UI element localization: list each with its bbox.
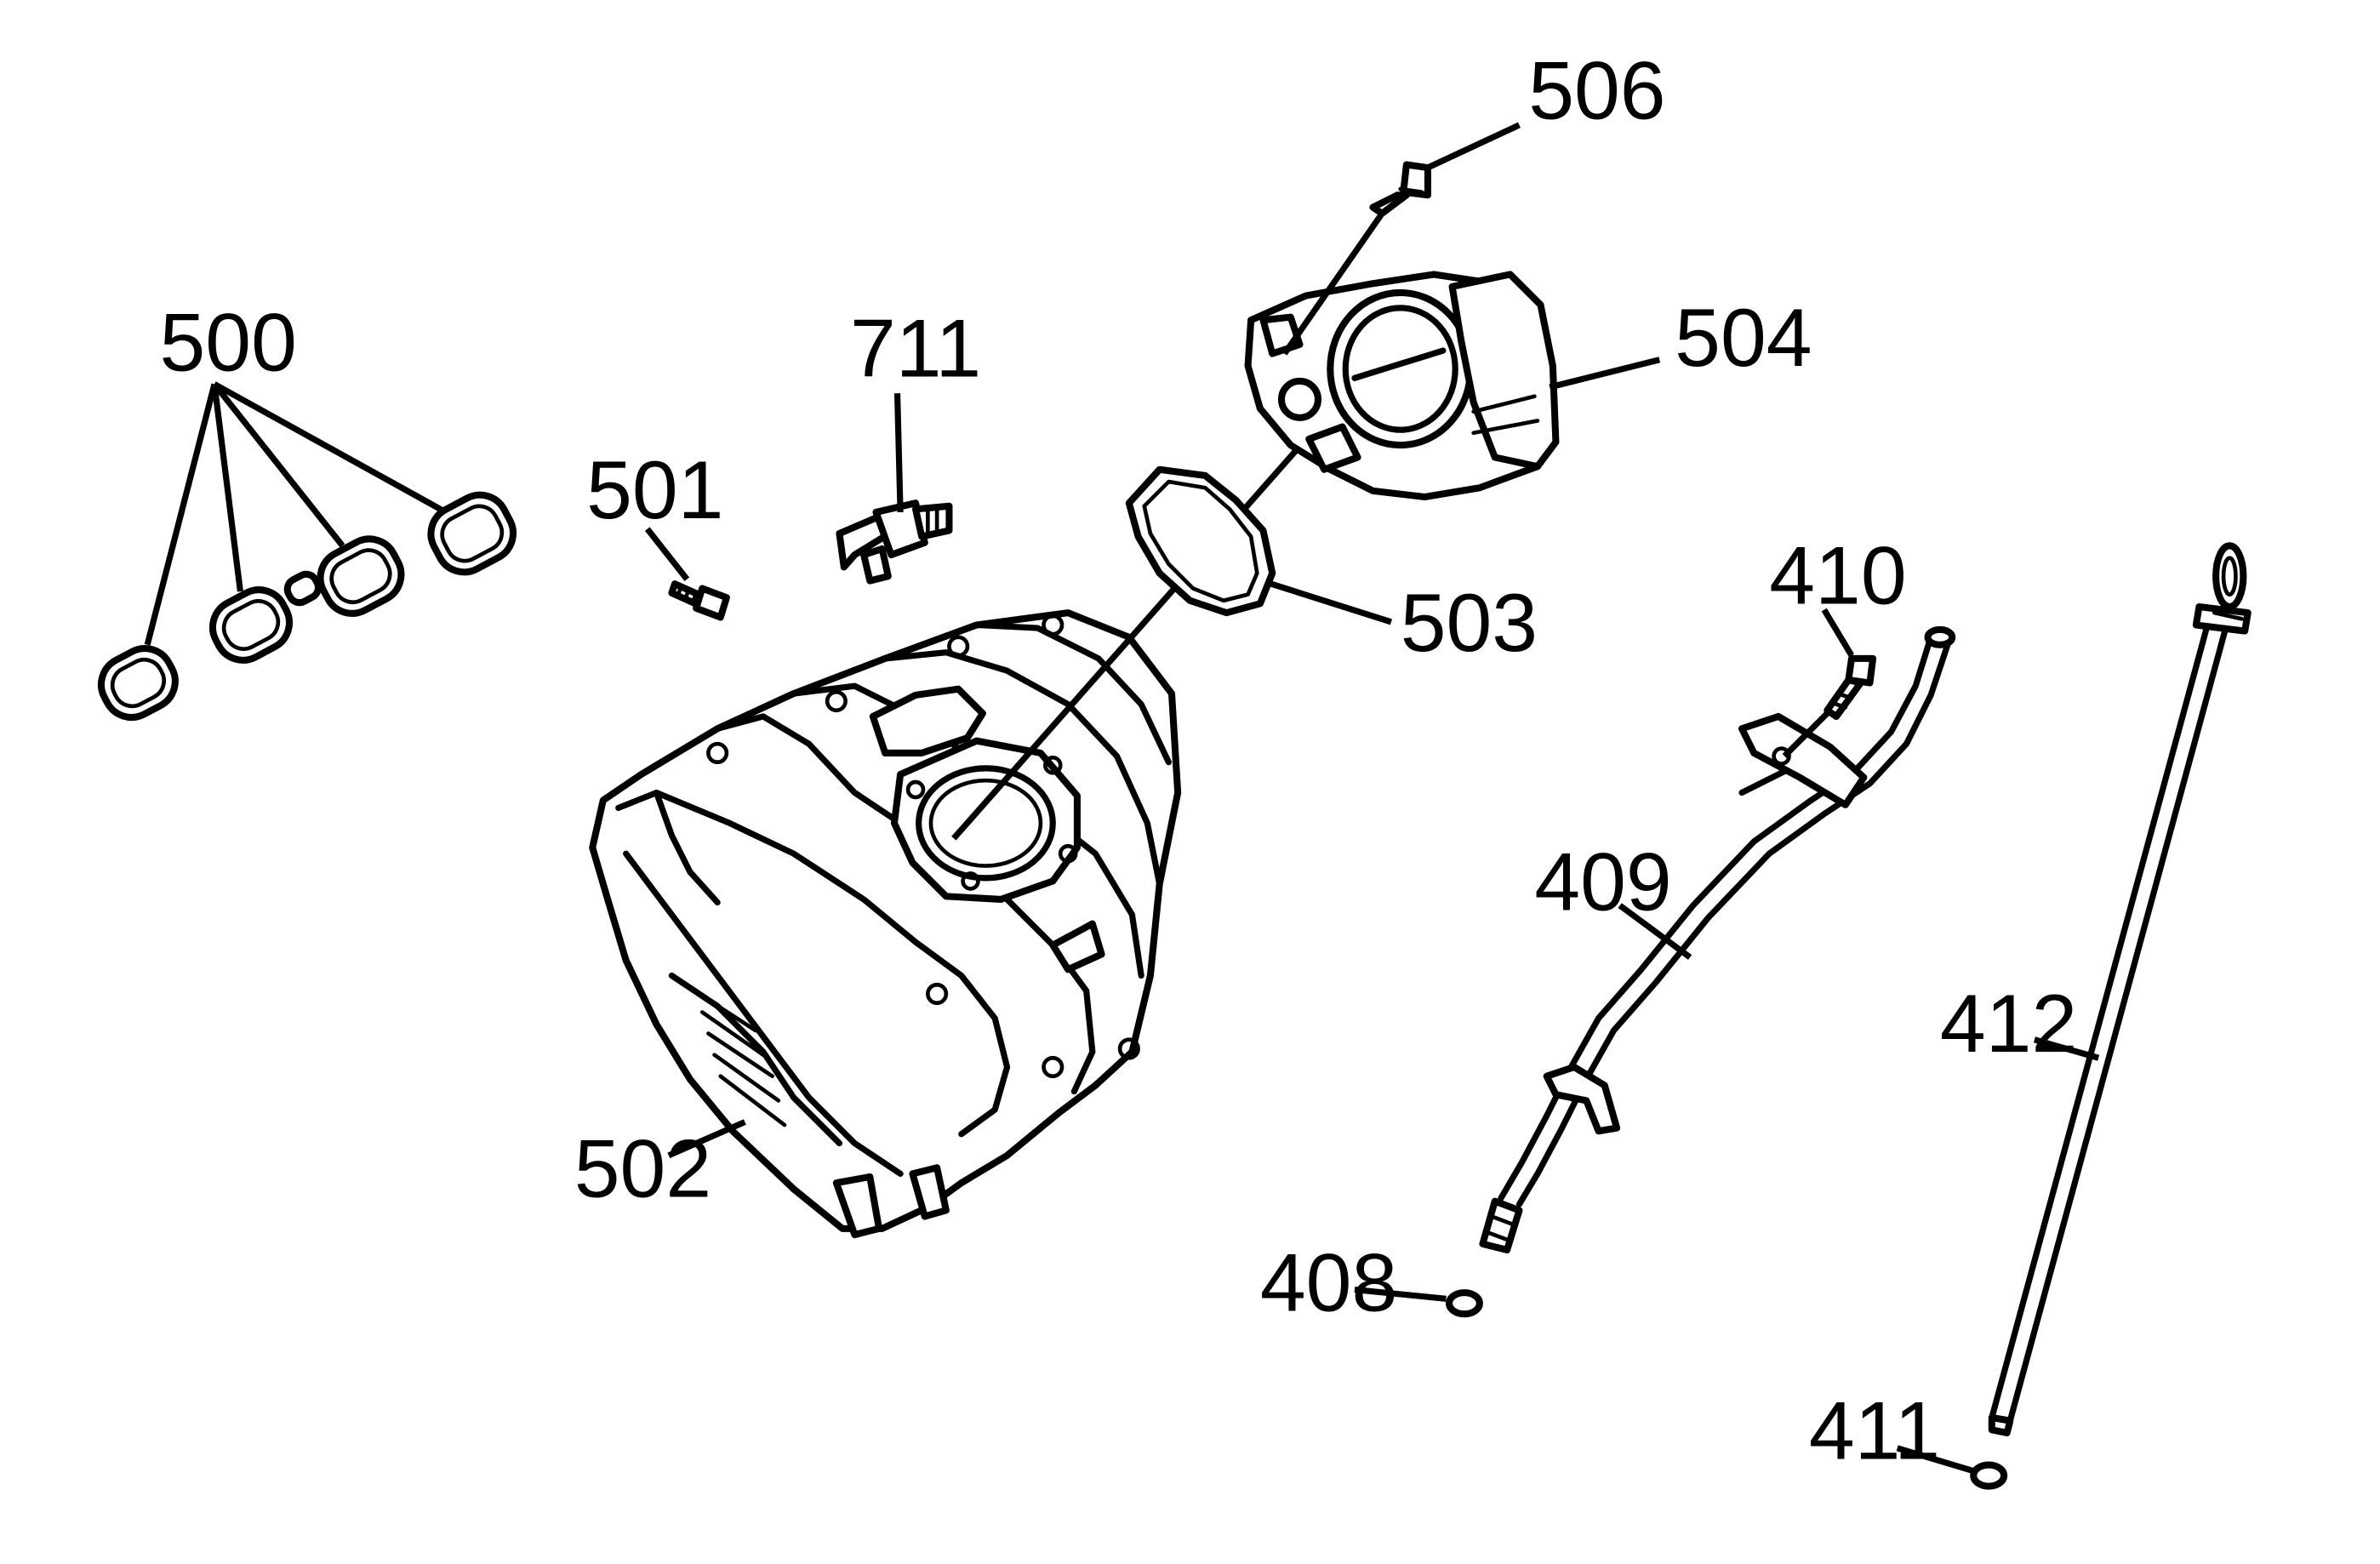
gasket-503 xyxy=(1125,465,1276,617)
callout-500: 500 xyxy=(159,296,296,388)
leader-500-d xyxy=(213,381,445,514)
bolt-410 xyxy=(1824,654,1877,720)
bolt-506 xyxy=(1369,161,1431,217)
bolt-501 xyxy=(668,580,730,621)
leader-506 xyxy=(1426,122,1521,171)
seal-408 xyxy=(1446,1289,1483,1318)
leader-500-b xyxy=(211,383,243,592)
leader-502 xyxy=(667,1119,746,1159)
seal-411 xyxy=(1970,1461,2008,1490)
callout-711: 711 xyxy=(850,302,981,394)
centerline-410 xyxy=(1782,711,1829,759)
callout-506: 506 xyxy=(1528,45,1665,137)
leader-412 xyxy=(2033,1036,2100,1061)
leader-500-c xyxy=(212,382,345,548)
callout-412: 412 xyxy=(1940,978,2077,1070)
callout-408: 408 xyxy=(1260,1237,1397,1329)
leader-408 xyxy=(1354,1286,1447,1302)
callout-502: 502 xyxy=(574,1122,711,1214)
callout-409: 409 xyxy=(1534,836,1671,928)
leader-410 xyxy=(1821,608,1855,658)
leader-711 xyxy=(893,393,904,513)
throttle-body-504 xyxy=(1244,271,1560,501)
leader-504 xyxy=(1549,357,1661,391)
callout-501: 501 xyxy=(586,444,723,536)
sensor-711 xyxy=(836,499,953,585)
dipstick-412 xyxy=(1988,542,2252,1436)
intake-manifold-502 xyxy=(589,609,1182,1239)
callout-410: 410 xyxy=(1769,529,1906,621)
callout-503: 503 xyxy=(1401,577,1538,669)
callout-411: 411 xyxy=(1809,1384,1940,1476)
leader-501 xyxy=(644,527,690,581)
leader-500-a xyxy=(144,383,218,646)
leader-411 xyxy=(1896,1445,1975,1475)
callout-504: 504 xyxy=(1675,292,1812,384)
oil-tube-409 xyxy=(1479,625,1956,1253)
leader-503 xyxy=(1264,579,1393,625)
centerline-506 xyxy=(1281,211,1385,356)
leader-409 xyxy=(1618,903,1692,960)
gasket-set-500 xyxy=(97,491,517,722)
